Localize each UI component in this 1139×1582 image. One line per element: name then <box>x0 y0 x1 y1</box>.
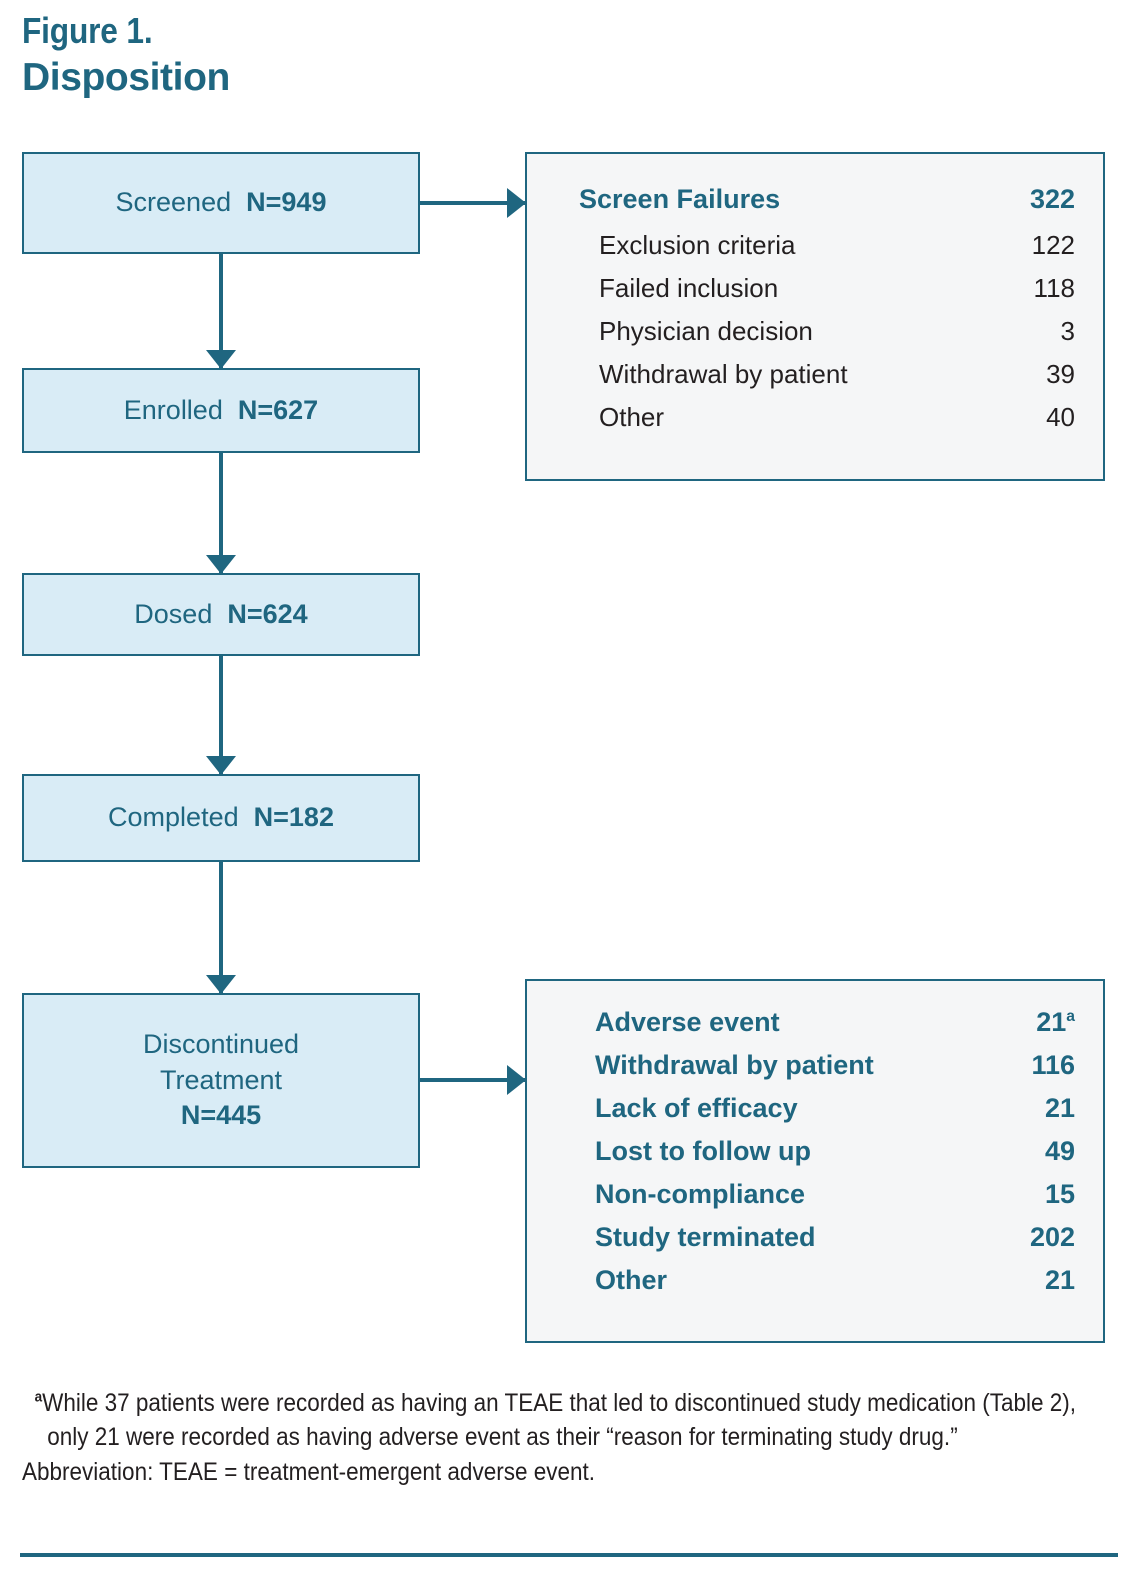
table-row: Failed inclusion 118 <box>599 273 1075 304</box>
discontinuation-reason-value: 202 <box>1029 1222 1075 1252</box>
screen-failures-panel: Screen Failures 322 Exclusion criteria 1… <box>525 152 1105 481</box>
arrow-dosed-to-completed <box>219 656 223 774</box>
flow-box-completed: Completed N=182 <box>22 774 420 862</box>
discontinuation-reasons-rows: Adverse event 21a Withdrawal by patient … <box>527 981 1103 1308</box>
arrow-enrolled-to-dosed <box>219 453 223 573</box>
flow-box-discontinued-label-line1: Discontinued <box>142 1028 300 1059</box>
flow-box-completed-label: Completed <box>108 802 239 833</box>
discontinuation-reason-label: Adverse event <box>595 1007 780 1037</box>
figure-header: Figure 1. Disposition <box>22 10 622 102</box>
footnote-marker-icon: a <box>34 1388 43 1406</box>
flow-box-dosed-value: N=624 <box>227 598 308 629</box>
discontinuation-reason-label: Other <box>595 1265 668 1295</box>
discontinuation-reason-label: Withdrawal by patient <box>595 1050 874 1080</box>
screen-failure-value: 118 <box>1033 273 1075 303</box>
table-row: Lost to follow up 49 <box>595 1136 1075 1167</box>
table-row: Other 40 <box>599 402 1075 433</box>
screen-failure-value: 3 <box>1060 316 1075 346</box>
table-row: Other 21 <box>595 1265 1075 1296</box>
footnote-marker-icon: a <box>1066 1008 1075 1025</box>
flow-box-enrolled: Enrolled N=627 <box>22 368 420 453</box>
table-row: Adverse event 21a <box>595 1007 1075 1038</box>
figure-number-label: Figure 1. <box>22 10 153 51</box>
screen-failures-heading-value: 322 <box>1029 184 1075 214</box>
screen-failure-label: Other <box>599 402 665 432</box>
discontinuation-reason-value: 21 <box>1044 1265 1075 1295</box>
table-row: Non-compliance 15 <box>595 1179 1075 1210</box>
discontinuation-reason-label: Non-compliance <box>595 1179 806 1209</box>
arrow-completed-to-discontinued <box>219 862 223 993</box>
table-row: Study terminated 202 <box>595 1222 1075 1253</box>
table-row: Physician decision 3 <box>599 316 1075 347</box>
screen-failures-rows: Screen Failures 322 Exclusion criteria 1… <box>527 154 1103 445</box>
flow-box-dosed-label: Dosed <box>134 598 213 629</box>
bottom-divider <box>20 1553 1118 1557</box>
flow-box-enrolled-label: Enrolled <box>123 394 223 425</box>
flow-box-screened: Screened N=949 <box>22 152 420 254</box>
footnote-a: aWhile 37 patients were recorded as havi… <box>22 1386 1111 1454</box>
screen-failure-value: 39 <box>1046 359 1075 389</box>
discontinuation-reason-value: 15 <box>1044 1179 1075 1209</box>
discontinuation-reason-label: Lost to follow up <box>595 1136 811 1166</box>
table-row: Exclusion criteria 122 <box>599 230 1075 261</box>
discontinuation-reason-value: 49 <box>1044 1136 1075 1166</box>
discontinuation-reason-value: 21 <box>1044 1093 1075 1123</box>
screen-failure-label: Withdrawal by patient <box>599 359 848 389</box>
screen-failure-label: Failed inclusion <box>599 273 779 303</box>
discontinuation-reason-value: 21a <box>1036 1007 1075 1037</box>
page-title: Disposition <box>22 56 230 100</box>
screen-failure-label: Exclusion criteria <box>599 230 796 260</box>
table-row: Withdrawal by patient 116 <box>595 1050 1075 1081</box>
abbreviation-note: Abbreviation: TEAE = treatment-emergent … <box>22 1458 596 1486</box>
discontinuation-reason-label: Lack of efficacy <box>595 1093 798 1123</box>
arrow-screened-to-screen-failures <box>420 201 525 205</box>
screen-failure-value: 122 <box>1031 230 1075 260</box>
screen-failure-label: Physician decision <box>599 316 813 346</box>
flow-box-screened-value: N=949 <box>246 187 327 218</box>
flow-box-enrolled-value: N=627 <box>237 394 319 425</box>
arrow-screened-to-enrolled <box>219 254 223 368</box>
footnote-a-text: While 37 patients were recorded as havin… <box>42 1389 1077 1451</box>
screen-failures-heading-label: Screen Failures <box>579 184 781 214</box>
table-row: Lack of efficacy 21 <box>595 1093 1075 1124</box>
flow-box-completed-value: N=182 <box>253 802 334 833</box>
discontinuation-reason-label: Study terminated <box>595 1222 816 1252</box>
screen-failure-value: 40 <box>1046 402 1075 432</box>
arrow-discontinued-to-reasons <box>420 1078 525 1082</box>
table-row: Withdrawal by patient 39 <box>599 359 1075 390</box>
discontinuation-reasons-panel: Adverse event 21a Withdrawal by patient … <box>525 979 1105 1343</box>
discontinuation-reason-value: 116 <box>1031 1050 1075 1080</box>
footnotes: aWhile 37 patients were recorded as havi… <box>22 1386 1112 1489</box>
screen-failures-heading-row: Screen Failures 322 <box>579 184 1075 215</box>
flow-box-discontinued-treatment: Discontinued Treatment N=445 <box>22 993 420 1168</box>
flow-box-discontinued-label-line2: Treatment <box>159 1064 283 1095</box>
flow-box-discontinued-value: N=445 <box>180 1100 262 1131</box>
flow-box-screened-label: Screened <box>115 187 232 218</box>
flow-box-dosed: Dosed N=624 <box>22 573 420 656</box>
